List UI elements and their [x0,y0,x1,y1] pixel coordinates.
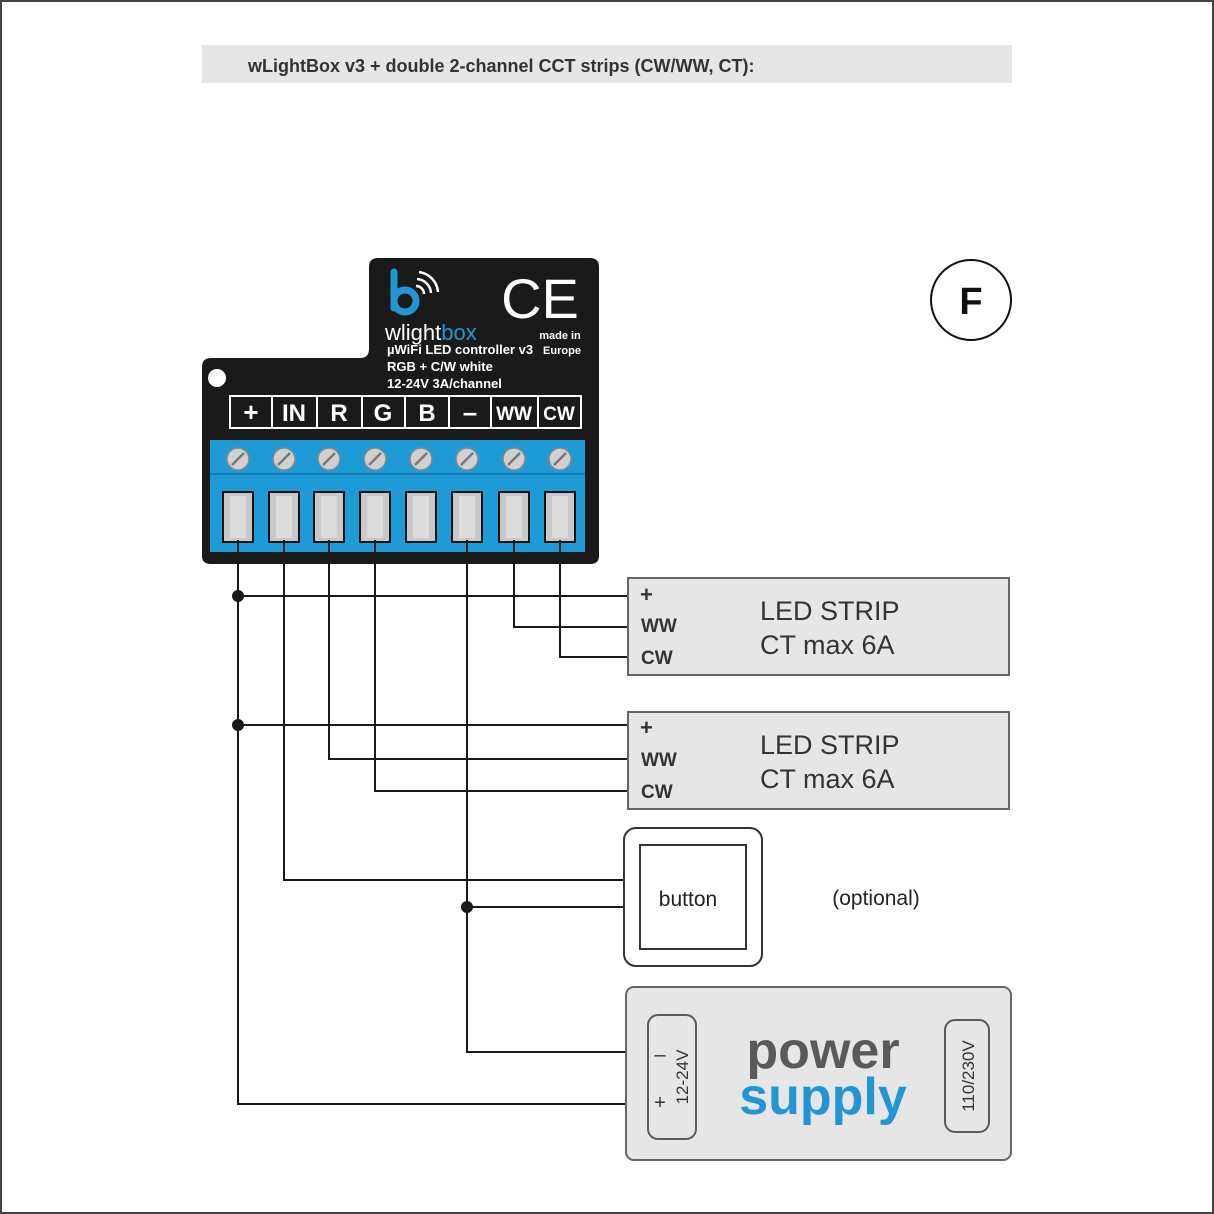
wire-plus-supply [237,540,626,1105]
wire-minus-supply [466,540,626,1053]
made-in-line1: made in [539,330,581,342]
controller-module: wlightbox CE made in Europe µWiFi LED co… [202,258,599,564]
terminal-in [268,447,300,543]
strip2-pin-cw: CW [641,782,673,803]
ps-plus-label: + [654,1092,666,1114]
terminal-label-ww: WW [496,404,532,425]
ps-word-supply: supply [739,1068,907,1126]
ac-terminal-box [944,1019,990,1133]
ps-minus-label: – [654,1044,666,1066]
mounting-hole [208,369,226,387]
terminal-r [313,447,345,543]
terminal-screws [222,447,576,543]
ps-word-power: power [746,1022,899,1080]
strip1-title: LED STRIP [760,596,900,626]
led-strip-2: + WW CW LED STRIP CT max 6A [627,711,1010,810]
wire-r-strip2-ww [328,540,628,760]
terminal-b [405,447,437,543]
junction-dots [232,590,473,913]
terminal-label-minus: – [463,397,477,427]
variant-badge [930,259,1012,341]
wire-cw-strip1 [559,540,628,658]
strip2-pin-ww: WW [641,750,677,771]
terminal-label-r: R [330,400,347,427]
wire-in-button [283,540,624,881]
terminal-plus [222,447,254,543]
variant-letter: F [959,281,982,323]
wiring [237,540,628,1105]
ps-ac-label: 110/230V [959,1040,978,1112]
wlightbox-logo-icon [390,268,440,316]
power-supply: – + 12-24V 110/230V power supply [625,986,1012,1161]
brand-wordmark: wlightbox [384,320,477,345]
terminal-label-cw: CW [543,404,575,425]
terminal-label-plus: + [243,397,258,427]
page-title: wLightBox v3 + double 2-channel CCT stri… [247,56,755,76]
strip2-title: LED STRIP [760,730,900,760]
strip1-subtitle: CT max 6A [760,630,895,660]
terminal-minus [451,447,483,543]
spec-line-channels: RGB + C/W white [387,359,493,374]
title-bar [202,45,1012,83]
push-button: button [623,827,763,967]
terminal-label-in: IN [282,400,306,427]
wire-g-strip2-cw [374,540,628,792]
dc-terminal-box [647,1014,697,1140]
terminal-cw [544,447,576,543]
strip1-pin-cw: CW [641,648,673,669]
strip2-subtitle: CT max 6A [760,764,895,794]
made-in-line2: Europe [543,345,581,357]
button-label: button [659,888,717,911]
wire-ww-strip1 [513,540,628,628]
spec-line-rating: 12-24V 3A/channel [387,376,502,391]
ce-mark: CE [501,267,579,330]
ps-dc-label: 12-24V [673,1049,692,1104]
strip1-pin-ww: WW [641,616,677,637]
terminal-label-g: G [374,400,393,427]
led-strip-1: + WW CW LED STRIP CT max 6A [627,577,1010,676]
terminal-label-b: B [418,400,435,427]
spec-line-model: µWiFi LED controller v3 [387,342,533,357]
strip2-pin-plus: + [640,715,653,740]
terminal-ww [498,447,530,543]
strip1-pin-plus: + [640,582,653,607]
terminal-g [359,447,391,543]
button-optional-note: (optional) [832,887,920,910]
